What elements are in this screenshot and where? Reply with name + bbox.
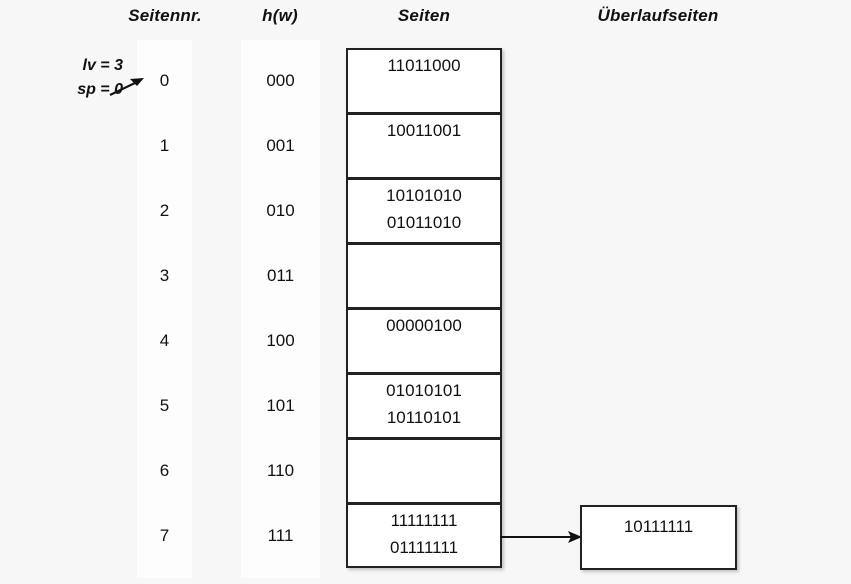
bucket-number-cell: 5 — [159, 396, 170, 415]
bucket-number-cell: 1 — [159, 136, 170, 155]
hash-value-cell: 001 — [266, 136, 295, 155]
page-block[interactable]: 00000100 — [346, 308, 502, 373]
hash-value-cell: 010 — [266, 201, 295, 220]
page-block[interactable]: 11111111 01111111 — [346, 503, 502, 568]
hash-value-cell: 000 — [266, 71, 295, 90]
hash-value-cell: 011 — [266, 266, 295, 285]
bucket-number-cell: 3 — [159, 266, 170, 285]
page-block[interactable] — [346, 438, 502, 503]
page-entry: 10011001 — [386, 121, 462, 140]
bucket-number-cell: 4 — [159, 331, 170, 350]
page-block[interactable]: 10101010 01011010 — [346, 178, 502, 243]
bucket-number-cell: 7 — [159, 526, 170, 545]
arrow-right-icon — [500, 531, 582, 543]
arrow-up-right-icon — [109, 78, 144, 96]
page-entry: 00000100 — [386, 316, 462, 335]
page-entry: 11111111 — [390, 511, 458, 530]
bucket-number-cell: 0 — [159, 71, 170, 90]
overflow-page-block[interactable]: 10111111 — [580, 505, 737, 570]
page-entry: 10110101 — [386, 408, 462, 427]
page-entry: 01111111 — [389, 538, 459, 557]
hash-value-cell: 111 — [267, 526, 294, 545]
column-header-seitennr: Seitennr. — [128, 6, 202, 25]
hash-value-cell: 110 — [266, 461, 295, 480]
overflow-page-entry: 10111111 — [623, 517, 694, 536]
hash-value-cell: 100 — [266, 331, 295, 350]
hash-value-cell: 101 — [266, 396, 295, 415]
page-entry: 01011010 — [386, 213, 462, 232]
level-label: lv = 3 — [82, 57, 123, 74]
page-entry: 10101010 — [386, 186, 462, 205]
column-header-ueberlaufseiten: Überlaufseiten — [597, 6, 719, 25]
page-block[interactable]: 01010101 10110101 — [346, 373, 502, 438]
page-block[interactable]: 10011001 — [346, 113, 502, 178]
page-entry: 11011000 — [387, 56, 461, 75]
column-header-hw: h(w) — [262, 6, 298, 25]
bucket-number-cell: 6 — [159, 461, 170, 480]
page-entry: 01010101 — [386, 381, 462, 400]
column-strip-seitennr — [137, 40, 192, 578]
page-block[interactable] — [346, 243, 502, 308]
page-block[interactable]: 11011000 — [346, 48, 502, 113]
column-strip-hw — [241, 40, 320, 578]
column-header-seiten: Seiten — [397, 6, 451, 25]
bucket-number-cell: 2 — [159, 201, 170, 220]
